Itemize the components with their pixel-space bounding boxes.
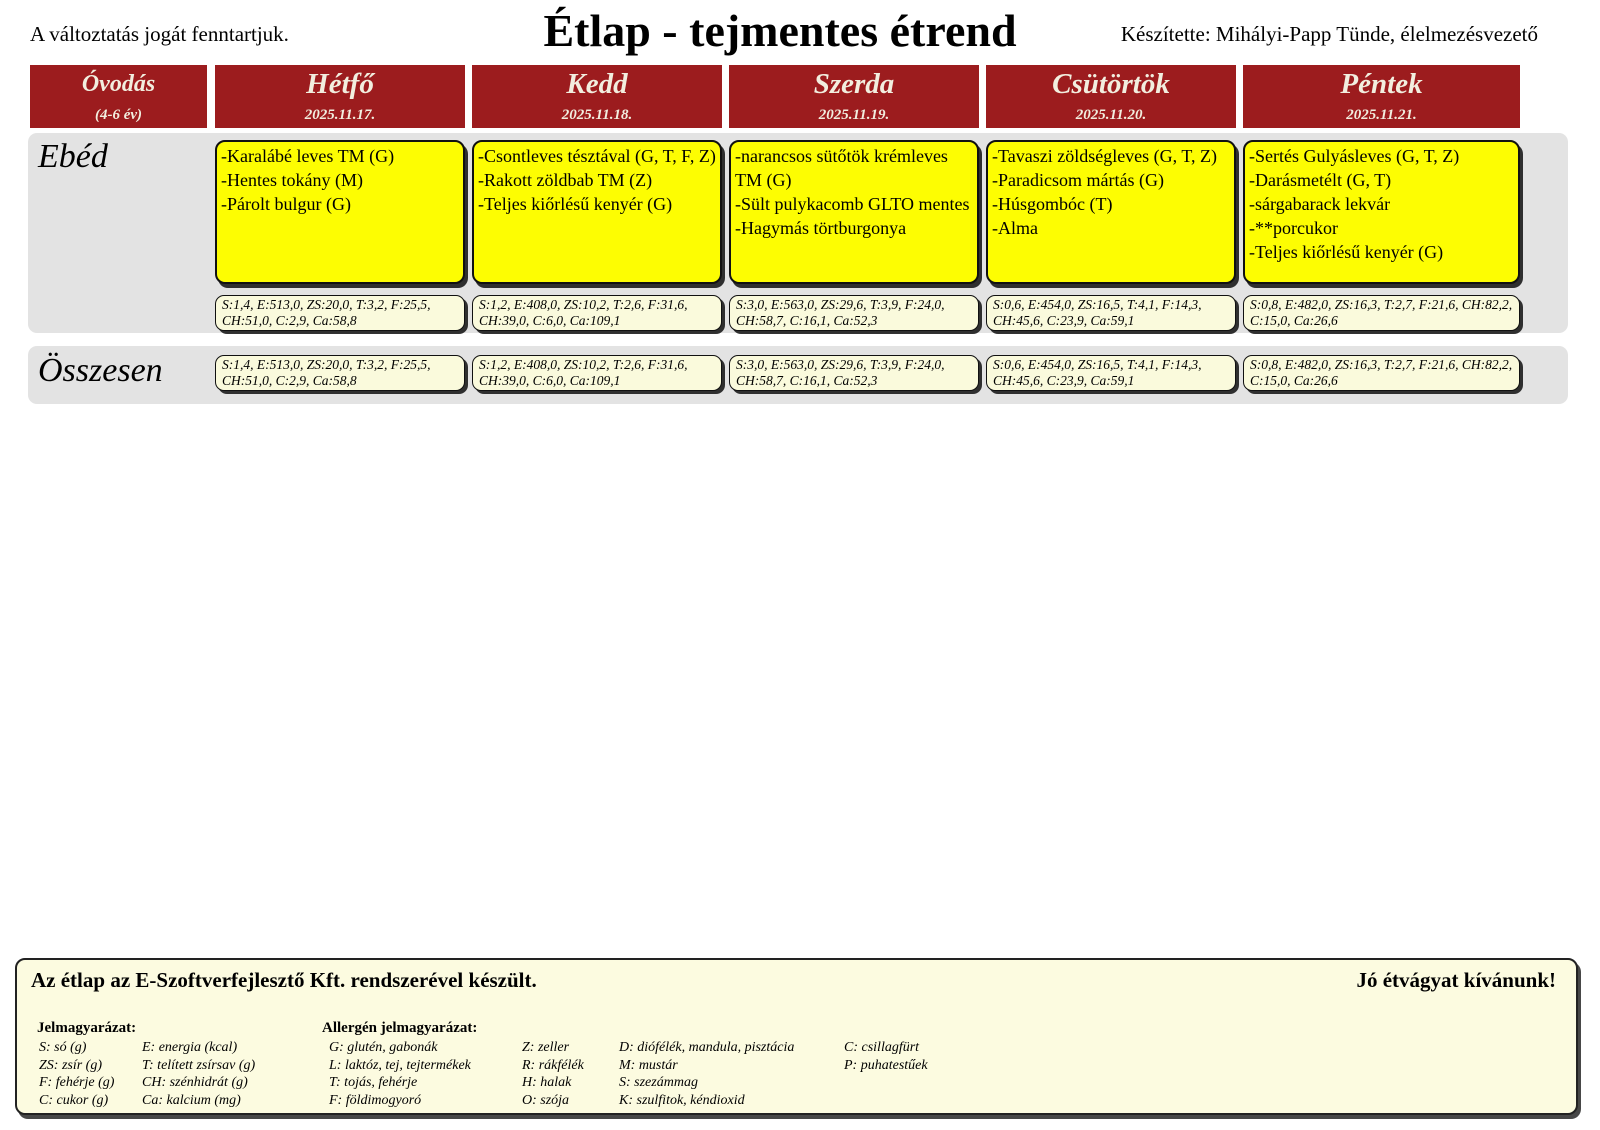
day-date: 2025.11.18.: [561, 107, 633, 123]
lunch-row-label: Ebéd: [38, 138, 108, 175]
column-header-friday: Péntek 2025.11.21.: [1243, 65, 1520, 128]
day-date: 2025.11.19.: [818, 107, 890, 123]
column-header-age-group: Óvodás (4-6 év): [30, 65, 207, 128]
legend-column: Z: zeller R: rákfélék H: halak O: szója: [522, 1040, 584, 1108]
footer-panel: Az étlap az E-Szoftverfejlesztő Kft. ren…: [15, 958, 1578, 1115]
allergen-legend-title: Allergén jelmagyarázat:: [322, 1020, 478, 1036]
total-nutrition-friday: S:0,8, E:482,0, ZS:16,3, T:2,7, F:21,6, …: [1243, 355, 1520, 391]
total-nutrition-thursday: S:0,6, E:454,0, ZS:16,5, T:4,1, F:14,3, …: [986, 355, 1236, 391]
day-name: Szerda: [813, 68, 895, 100]
day-date: 2025.11.20.: [1075, 107, 1147, 123]
nutrition-legend-columns: S: só (g) ZS: zsír (g) F: fehérje (g) C:…: [22, 1039, 255, 1109]
lunch-nutrition-monday: S:1,4, E:513,0, ZS:20,0, T:3,2, F:25,5, …: [215, 295, 465, 331]
day-name: Péntek: [1340, 68, 1423, 100]
total-nutrition-monday: S:1,4, E:513,0, ZS:20,0, T:3,2, F:25,5, …: [215, 355, 465, 391]
lunch-nutrition-tuesday: S:1,2, E:408,0, ZS:10,2, T:2,6, F:31,6, …: [472, 295, 722, 331]
day-date: 2025.11.21.: [1346, 107, 1417, 123]
day-name: Csütörtök: [1052, 68, 1170, 100]
day-date: 2025.11.17.: [304, 107, 376, 123]
column-header-tuesday: Kedd 2025.11.18.: [472, 65, 722, 128]
lunch-nutrition-wednesday: S:3,0, E:563,0, ZS:29,6, T:3,9, F:24,0, …: [729, 295, 979, 331]
total-nutrition-wednesday: S:3,0, E:563,0, ZS:29,6, T:3,9, F:24,0, …: [729, 355, 979, 391]
lunch-menu-card-wednesday: -narancsos sütőtök krémleves TM (G) -Sül…: [729, 140, 979, 284]
lunch-menu-card-tuesday: -Csontleves tésztával (G, T, F, Z) -Rako…: [472, 140, 722, 284]
prepared-by-note: Készítette: Mihályi-Papp Tünde, élelmezé…: [1120, 22, 1538, 46]
allergen-legend: Allergén jelmagyarázat: G: glutén, gabon…: [307, 1020, 928, 1109]
bon-appetit-note: Jó étvágyat kívánunk!: [1356, 968, 1556, 992]
legend-column: C: csillagfürt P: puhatestűek: [844, 1040, 928, 1073]
day-name: Kedd: [566, 68, 628, 100]
column-header-wednesday: Szerda 2025.11.19.: [729, 65, 979, 128]
legend-column: S: só (g) ZS: zsír (g) F: fehérje (g) C:…: [39, 1040, 115, 1108]
allergen-legend-columns: G: glutén, gabonák L: laktóz, tej, tejte…: [307, 1039, 928, 1109]
column-header-thursday: Csütörtök 2025.11.20.: [986, 65, 1236, 128]
age-group-label: Óvodás: [81, 71, 156, 97]
disclaimer-note: A változtatás jogát fenntartjuk.: [30, 22, 289, 46]
lunch-menu-card-monday: -Karalábé leves TM (G) -Hentes tokány (M…: [215, 140, 465, 284]
column-header-monday: Hétfő 2025.11.17.: [215, 65, 465, 128]
day-name: Hétfő: [306, 68, 374, 100]
lunch-menu-card-friday: -Sertés Gulyásleves (G, T, Z) -Darásmeté…: [1243, 140, 1520, 284]
total-nutrition-tuesday: S:1,2, E:408,0, ZS:10,2, T:2,6, F:31,6, …: [472, 355, 722, 391]
totals-row-label: Összesen: [38, 352, 163, 389]
nutrition-legend: Jelmagyarázat: S: só (g) ZS: zsír (g) F:…: [22, 1020, 255, 1109]
legend-column: G: glutén, gabonák L: laktóz, tej, tejte…: [329, 1040, 471, 1108]
lunch-nutrition-friday: S:0,8, E:482,0, ZS:16,3, T:2,7, F:21,6, …: [1243, 295, 1520, 331]
lunch-menu-card-thursday: -Tavaszi zöldségleves (G, T, Z) -Paradic…: [986, 140, 1236, 284]
legend-column: E: energia (kcal) T: telített zsírsav (g…: [142, 1040, 256, 1108]
footer-top-row: Az étlap az E-Szoftverfejlesztő Kft. ren…: [31, 968, 1556, 993]
lunch-nutrition-thursday: S:0,6, E:454,0, ZS:16,5, T:4,1, F:14,3, …: [986, 295, 1236, 331]
made-with-note: Az étlap az E-Szoftverfejlesztő Kft. ren…: [31, 968, 537, 992]
legend-column: D: diófélék, mandula, pisztácia M: mustá…: [619, 1040, 795, 1108]
age-range-label: (4-6 év): [94, 107, 143, 123]
page-title: Étlap - tejmentes étrend: [543, 5, 1017, 56]
nutrition-legend-title: Jelmagyarázat:: [37, 1020, 137, 1036]
